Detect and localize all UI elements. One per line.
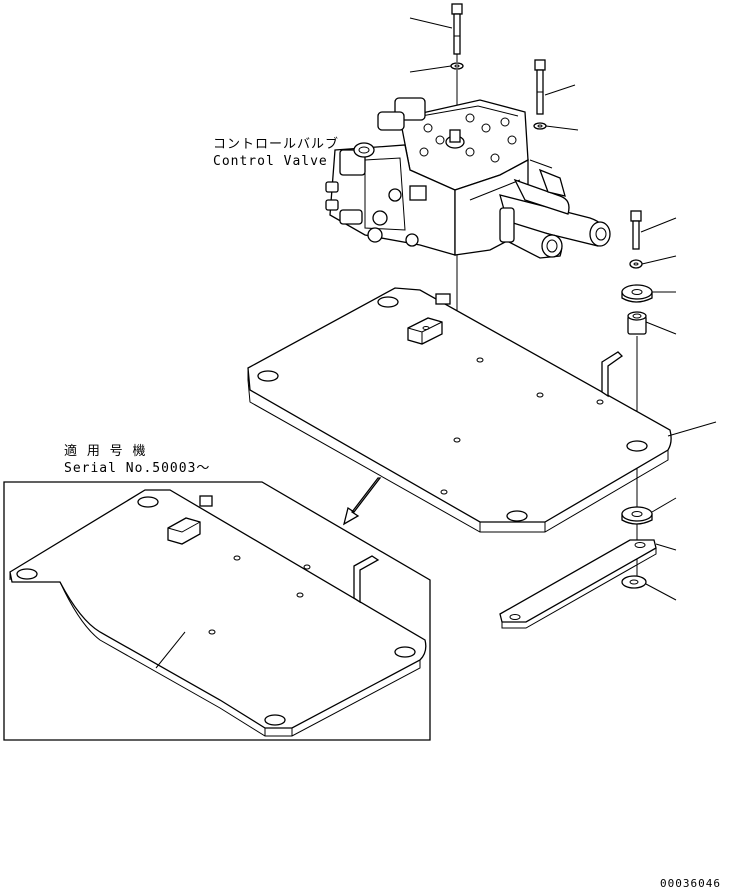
leader-cushion-lower (651, 497, 677, 513)
washer-right (533, 122, 547, 130)
leader-washer-top (409, 65, 452, 73)
leader-bolt-right (544, 84, 576, 96)
serial-label-en: Serial No.50003～ (64, 461, 211, 476)
leader-lockwasher-side (641, 255, 677, 265)
washer-top (450, 62, 464, 70)
bolt-top (451, 3, 463, 62)
washer-bottom (621, 575, 647, 589)
leader-strap-plate (655, 543, 677, 551)
leader-washer-bottom (645, 583, 677, 601)
bolt-right (534, 59, 546, 115)
view-arrow (342, 477, 382, 526)
drawing-number: 00036046 (660, 877, 721, 890)
cushion-upper (621, 284, 653, 303)
bolt-side (630, 210, 642, 250)
leader-plate (667, 421, 717, 437)
collar (627, 311, 647, 335)
leader-collar (645, 321, 677, 335)
control-valve-label-en: Control Valve (213, 154, 328, 169)
leader-bolt-side (640, 217, 677, 233)
inset-frame (3, 481, 431, 741)
inset-plate (9, 489, 427, 737)
leader-inset-plate (155, 631, 186, 669)
control-valve (325, 97, 611, 259)
mounting-plate (247, 287, 672, 533)
serial-label-jp: 適 用 号 機 (64, 444, 147, 459)
leader-bolt-top (409, 17, 453, 29)
lockwasher-side (629, 259, 643, 269)
control-valve-label-jp: コントロールバルブ (213, 137, 340, 152)
leader-washer-right (545, 125, 579, 131)
cushion-lower (621, 506, 653, 525)
strap-plate (499, 539, 657, 629)
